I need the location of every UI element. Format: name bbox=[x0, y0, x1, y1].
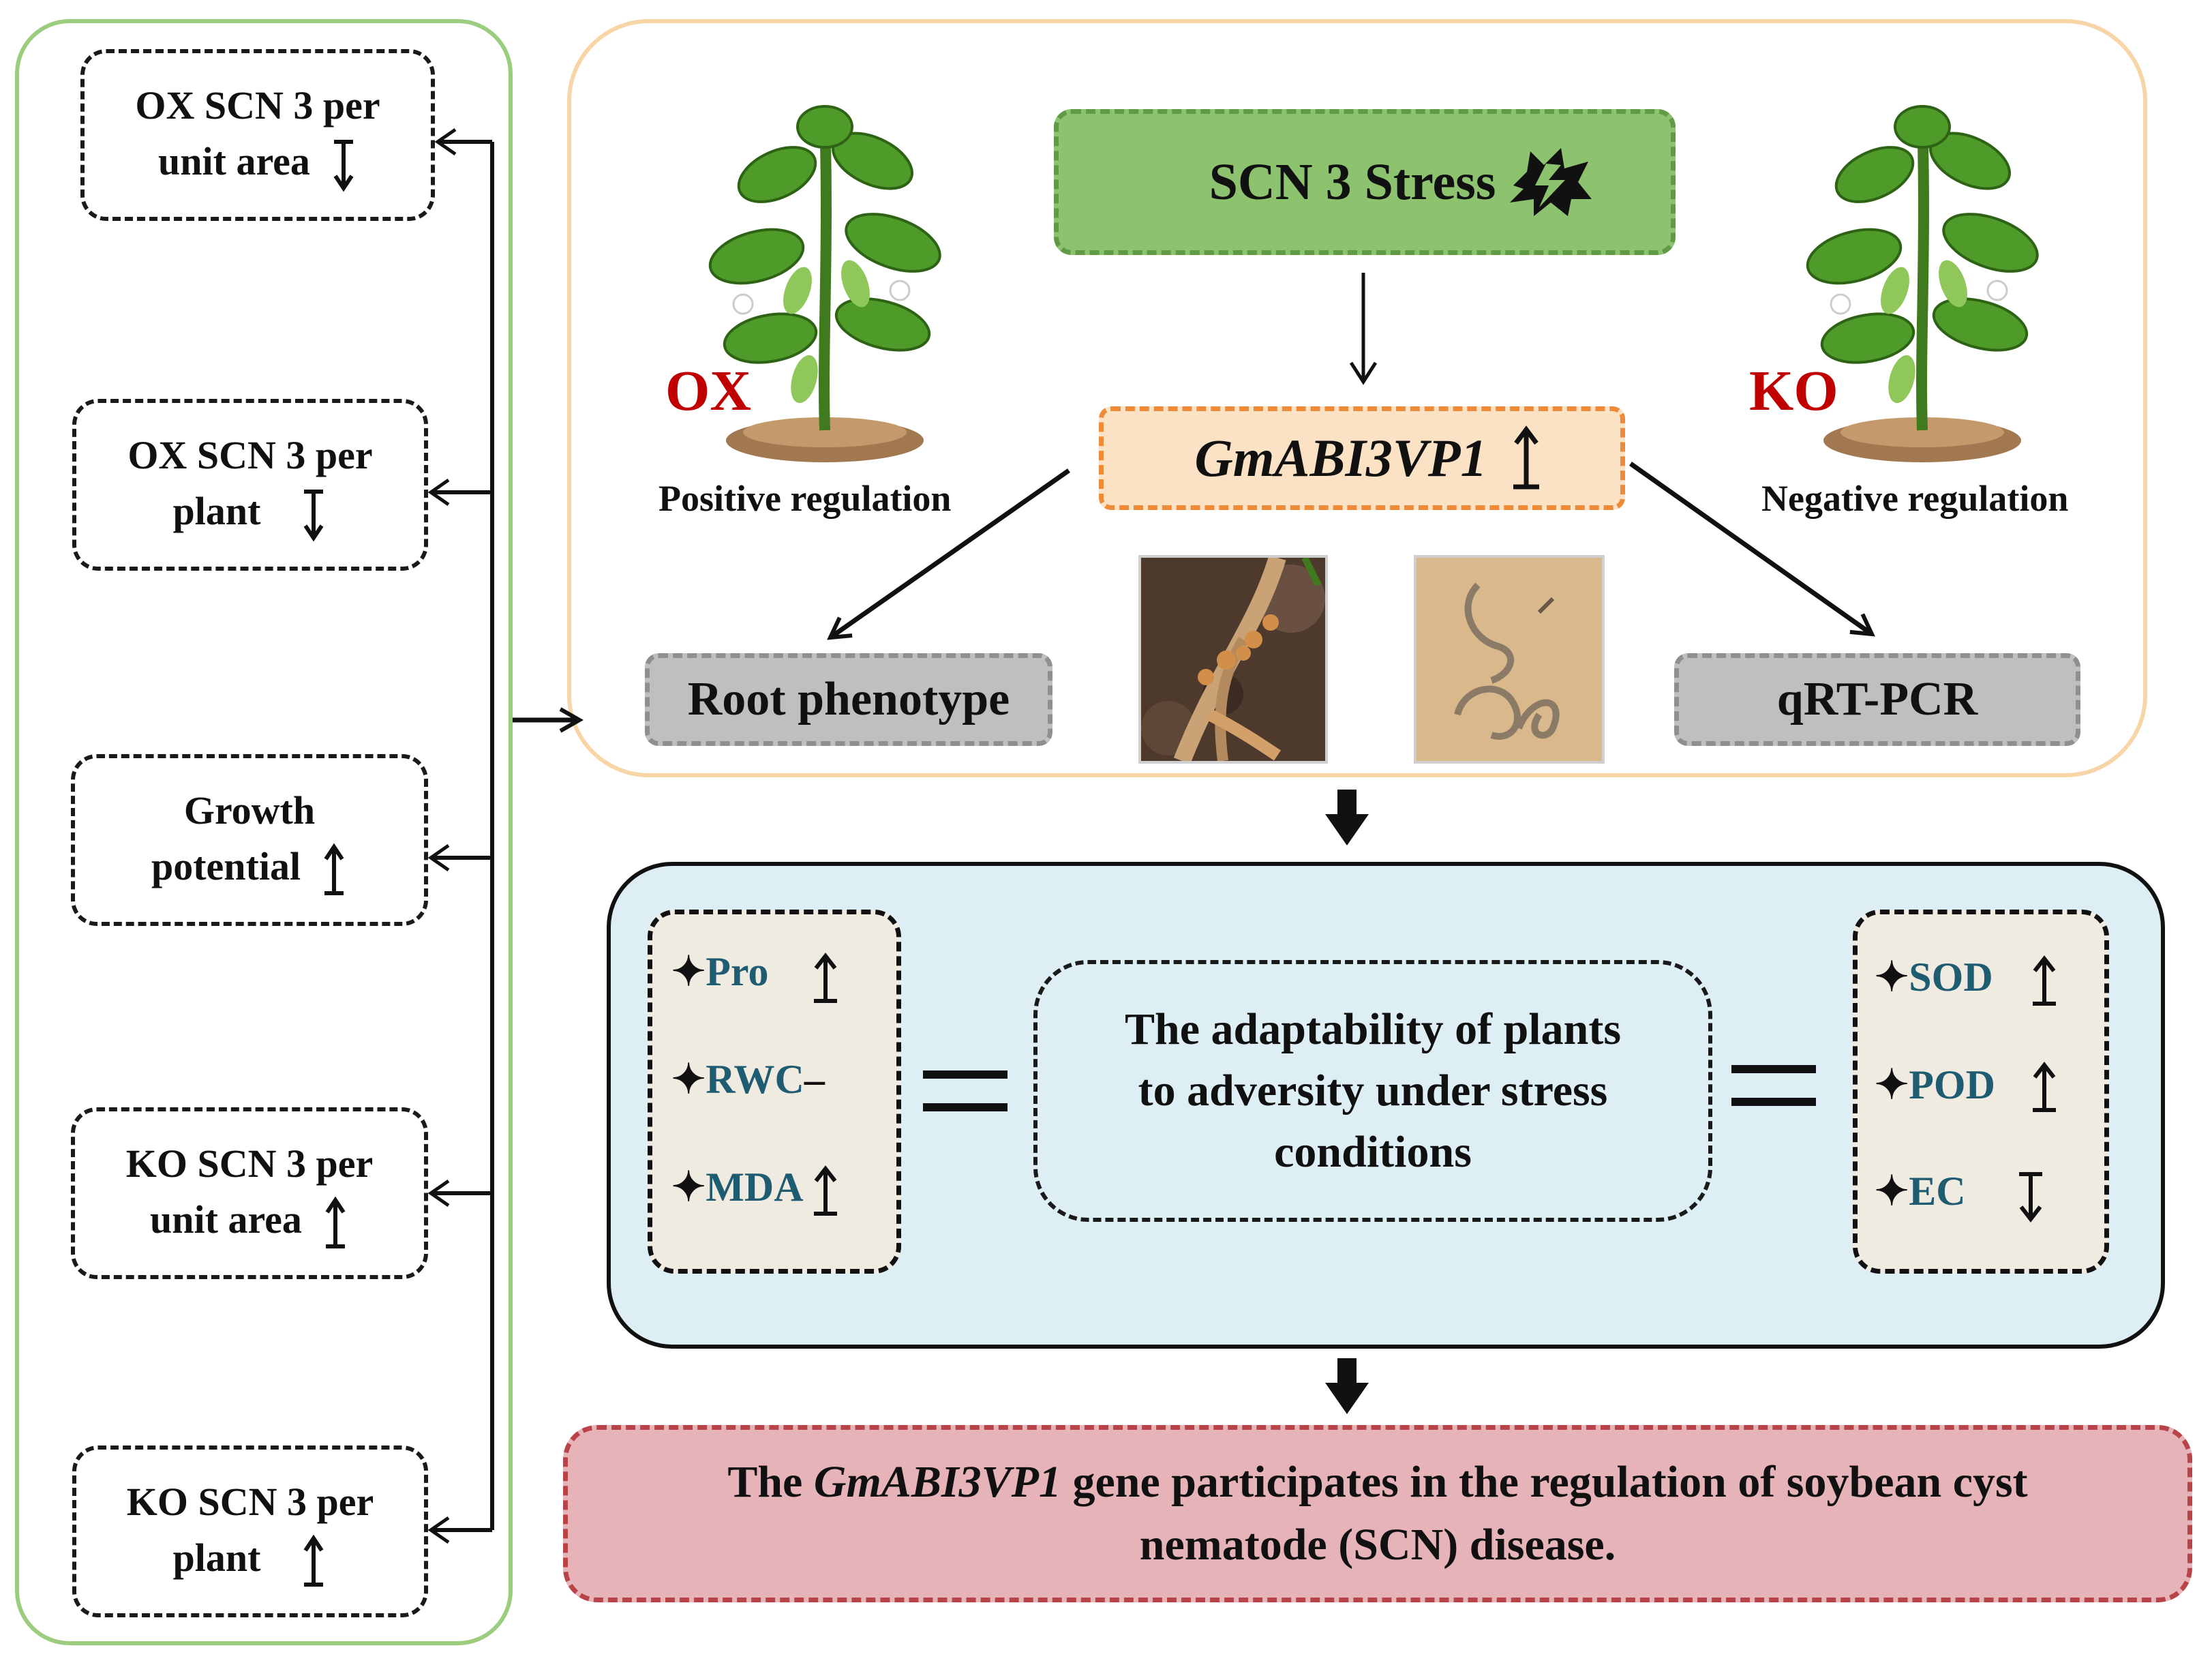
down-arrow-icon bbox=[333, 140, 354, 192]
soybean-plant-ox-icon bbox=[708, 105, 941, 462]
root-phenotype-box: Root phenotype bbox=[645, 653, 1052, 746]
bullet-icon: ✦ bbox=[1875, 1169, 1909, 1214]
top-panel bbox=[567, 19, 2147, 777]
indicator-name: EC bbox=[1909, 1169, 1966, 1214]
up-arrow-icon bbox=[1513, 425, 1539, 490]
left-item-3: KO SCN 3 per unit area bbox=[71, 1107, 428, 1279]
indicator-name: Pro bbox=[706, 949, 769, 994]
up-arrow-icon bbox=[303, 1534, 324, 1587]
indicator-name: POD bbox=[1909, 1062, 1995, 1107]
block-arrow-down-icon bbox=[1325, 790, 1369, 845]
bullet-icon: ✦ bbox=[671, 1165, 706, 1210]
left-item-0-line1: OX SCN 3 per bbox=[135, 83, 380, 128]
indicator-pro: ✦Pro bbox=[671, 948, 768, 995]
left-item-2-line2: potential bbox=[151, 843, 301, 888]
adaptability-box: The adaptability of plants to adversity … bbox=[1033, 960, 1712, 1222]
bullet-icon: ✦ bbox=[1875, 955, 1909, 1000]
up-arrow-icon bbox=[324, 843, 344, 896]
bullet-icon: ✦ bbox=[671, 1057, 706, 1102]
lightning-icon bbox=[1510, 148, 1592, 216]
adaptability-line-1: The adaptability of plants bbox=[1125, 1004, 1621, 1054]
indicator-mda: ✦MDA bbox=[671, 1163, 804, 1211]
conclusion-gene: GmABI3VP1 bbox=[813, 1457, 1061, 1507]
down-arrow-icon bbox=[303, 490, 324, 542]
conclusion-rest: gene participates in the regulation of s… bbox=[1061, 1457, 2028, 1507]
block-arrow-down-icon bbox=[1325, 1358, 1369, 1414]
conclusion-prefix: The bbox=[727, 1457, 814, 1507]
positive-regulation-label: Positive regulation bbox=[658, 478, 952, 519]
ox-label: OX bbox=[665, 359, 751, 423]
up-arrow-icon bbox=[325, 1196, 346, 1249]
root-phenotype-label: Root phenotype bbox=[687, 673, 1010, 725]
left-item-1: OX SCN 3 per plant bbox=[72, 399, 428, 571]
negative-regulation-label: Negative regulation bbox=[1761, 478, 2069, 519]
indicator-name: MDA bbox=[706, 1165, 804, 1210]
left-item-4-line1: KO SCN 3 per bbox=[126, 1479, 374, 1524]
indicator-name: SOD bbox=[1909, 955, 1993, 1000]
left-item-3-line2: unit area bbox=[150, 1197, 302, 1242]
conclusion-line-2: nematode (SCN) disease. bbox=[1139, 1520, 1616, 1570]
soybean-plant-ko-icon bbox=[1806, 105, 2039, 462]
gene-label: GmABI3VP1 bbox=[1194, 428, 1487, 488]
up-arrow-icon bbox=[2033, 1062, 2056, 1112]
left-item-2: Growth potential bbox=[71, 754, 428, 926]
indicator-name: RWC bbox=[706, 1057, 804, 1102]
indicator-suffix: – bbox=[804, 1057, 825, 1102]
bullet-icon: ✦ bbox=[671, 949, 706, 994]
indicator-rwc: ✦RWC– bbox=[671, 1055, 825, 1103]
equals-icon bbox=[1731, 1065, 1816, 1106]
root-cyst-photo bbox=[1138, 555, 1328, 764]
left-item-4-line2: plant bbox=[172, 1535, 261, 1580]
left-indicator-box bbox=[648, 910, 901, 1274]
nematode-photo bbox=[1414, 555, 1605, 764]
scn3-stress-box: SCN 3 Stress bbox=[1054, 109, 1676, 255]
left-item-1-line2: plant bbox=[172, 488, 261, 533]
up-arrow-icon bbox=[814, 1165, 837, 1216]
ko-label: KO bbox=[1749, 359, 1838, 423]
left-panel bbox=[15, 19, 513, 1645]
indicator-pod: ✦POD bbox=[1875, 1061, 1995, 1109]
left-item-2-line1: Growth bbox=[183, 788, 316, 833]
right-indicator-box bbox=[1853, 910, 2109, 1274]
qrtpcr-box: qRT-PCR bbox=[1674, 653, 2080, 746]
left-item-1-line1: OX SCN 3 per bbox=[127, 432, 373, 477]
left-item-0: OX SCN 3 per unit area bbox=[80, 49, 435, 221]
down-arrow-icon bbox=[2019, 1172, 2042, 1223]
gene-box: GmABI3VP1 bbox=[1099, 406, 1625, 510]
indicator-sod: ✦SOD bbox=[1875, 953, 1993, 1001]
qrtpcr-label: qRT-PCR bbox=[1776, 673, 1978, 725]
stress-label: SCN 3 Stress bbox=[1209, 153, 1496, 211]
indicator-ec: ✦EC bbox=[1875, 1167, 1966, 1215]
adaptability-line-3: conditions bbox=[1274, 1127, 1472, 1177]
left-item-0-line2: unit area bbox=[158, 138, 310, 183]
left-item-3-line1: KO SCN 3 per bbox=[125, 1141, 374, 1186]
up-arrow-icon bbox=[814, 953, 837, 1003]
bullet-icon: ✦ bbox=[1875, 1062, 1909, 1107]
up-arrow-icon bbox=[2033, 955, 2056, 1006]
equals-icon bbox=[923, 1070, 1007, 1111]
left-item-4: KO SCN 3 per plant bbox=[72, 1445, 428, 1617]
adaptability-line-2: to adversity under stress bbox=[1138, 1066, 1608, 1115]
conclusion-box: The GmABI3VP1 gene participates in the r… bbox=[563, 1425, 2192, 1602]
